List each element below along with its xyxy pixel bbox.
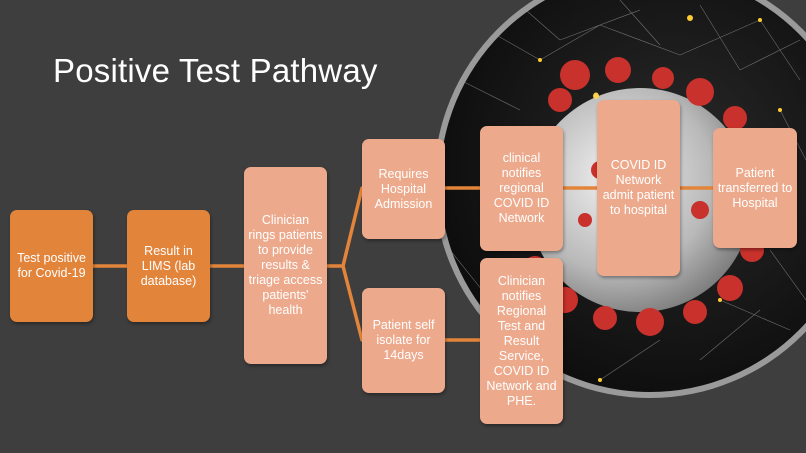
box-clinical-notifies: clinical notifies regional COVID ID Netw… [480,126,563,251]
connector-branch-down [341,264,364,342]
slide-title: Positive Test Pathway [53,52,378,89]
box-requires-admission: Requires Hospital Admission [362,139,445,239]
box-self-isolate-label: Patient self isolate for 14days [372,318,435,362]
network-lines [449,0,806,381]
box-covid-admit: COVID ID Network admit patient to hospit… [597,100,680,276]
box-test-positive: Test positive for Covid-19 [10,210,93,322]
box-clinician-rings: Clinician rings patients to provide resu… [244,167,327,364]
box-clinician-notifies: Clinician notifies Regional Test and Res… [480,258,563,424]
box-requires-admission-label: Requires Hospital Admission [374,166,433,211]
box-result-lims: Result in LIMS (lab database) [127,210,210,322]
box-self-isolate: Patient self isolate for 14days [362,288,445,393]
box-result-lims-label: Result in LIMS (lab database) [140,243,197,288]
connector-branch-up [341,186,364,268]
box-test-positive-label: Test positive for Covid-19 [17,251,86,280]
box-covid-admit-label: COVID ID Network admit patient to hospit… [602,158,675,217]
box-clinical-notifies-label: clinical notifies regional COVID ID Netw… [493,151,550,225]
box-patient-transferred-label: Patient transferred to Hospital [717,165,793,210]
box-clinician-notifies-label: Clinician notifies Regional Test and Res… [486,273,557,408]
box-patient-transferred: Patient transferred to Hospital [713,128,797,248]
box-clinician-rings-label: Clinician rings patients to provide resu… [248,213,323,317]
